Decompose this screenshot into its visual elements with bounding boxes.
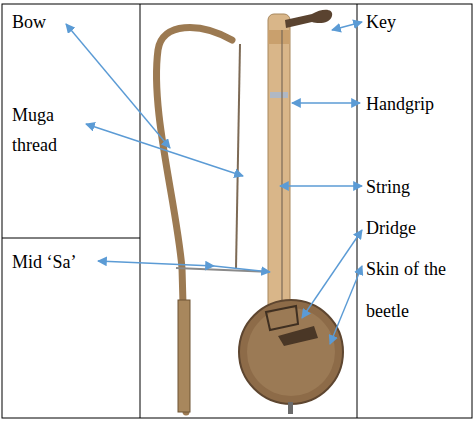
leader-arrow [214, 266, 270, 272]
column-line [357, 4, 358, 418]
sound-window [266, 306, 298, 330]
part-label: Skin of the beetle [366, 248, 446, 332]
part-label: Bow [12, 10, 132, 34]
part-label: Muga thread [12, 100, 74, 160]
muga-thread [236, 44, 240, 268]
leader-arrow [330, 266, 362, 344]
part-label: Dridge [366, 216, 466, 240]
leader-arrow [66, 24, 170, 148]
bridge-piece [278, 326, 318, 346]
part-label: Key [366, 10, 466, 34]
resonator-skin-inner [247, 308, 335, 396]
tube-band [268, 30, 290, 44]
row-line [2, 238, 140, 239]
leader-arrow [98, 261, 214, 266]
tuning-key [285, 10, 332, 28]
column-line [140, 4, 141, 418]
part-label: Mid ‘Sa’ [12, 250, 132, 274]
leader-arrow [86, 124, 243, 176]
resonator-skin [239, 300, 343, 404]
leader-arrow [332, 22, 362, 30]
bow-handle [178, 300, 190, 412]
leader-arrow [292, 102, 360, 103]
leader-arrow [280, 185, 362, 186]
handgrip-tube [268, 14, 290, 314]
part-label: String [366, 175, 466, 199]
leader-arrow [302, 230, 362, 318]
part-label: Handgrip [366, 92, 466, 116]
bow-stick [156, 28, 232, 412]
string-line [281, 30, 282, 300]
frame-border [2, 4, 472, 418]
end-pin [288, 402, 293, 414]
tube-band [270, 92, 288, 98]
